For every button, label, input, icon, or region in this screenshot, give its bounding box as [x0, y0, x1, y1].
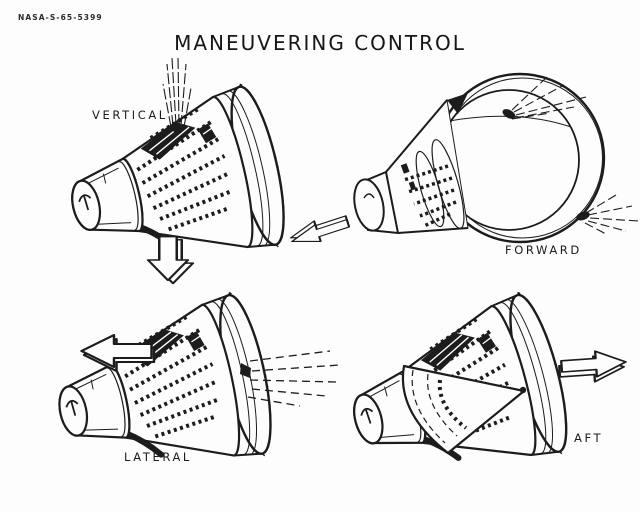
figure-reference-number: NASA-S-65-5399 [18, 13, 103, 22]
forward-bottom-plume-icon [576, 194, 640, 235]
label-aft: AFT [574, 431, 604, 445]
label-vertical: VERTICAL [92, 108, 168, 122]
vertical-thruster-nozzle [168, 124, 184, 134]
lateral-view-illustration [43, 290, 341, 494]
forward-view-illustration [287, 72, 640, 251]
label-lateral: LATERAL [124, 450, 192, 464]
vertical-view-illustration [55, 56, 295, 288]
down-arrow-icon [146, 235, 195, 285]
lateral-thruster-plume-icon [247, 350, 341, 407]
figure-title: MANEUVERING CONTROL [174, 31, 466, 55]
label-forward: FORWARD [505, 243, 582, 257]
vertical-thruster-plume-icon [162, 56, 192, 128]
forward-arrow-icon [287, 210, 352, 251]
lateral-thruster-nozzle [240, 363, 251, 378]
forward-top-plume-icon [502, 75, 587, 120]
right-arrow-icon [557, 347, 628, 386]
aft-thruster-plume-icon [401, 364, 527, 455]
aft-view-illustration [335, 289, 628, 501]
